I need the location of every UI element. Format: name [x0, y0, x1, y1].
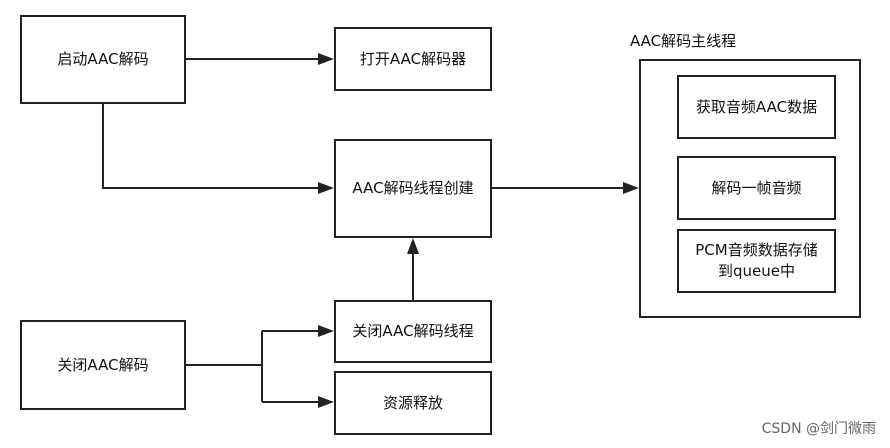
create-thread-box: AAC解码线程创建: [334, 139, 492, 238]
create-thread-label: AAC解码线程创建: [352, 179, 474, 197]
release-resources-box: 资源释放: [334, 371, 492, 435]
close-thread-label: 关闭AAC解码线程: [352, 322, 474, 340]
main-thread-step-2: 解码一帧音频: [677, 156, 836, 220]
arrowhead-start-to-create: [318, 182, 334, 194]
stop-decode-box: 关闭AAC解码: [20, 320, 186, 410]
main-thread-title: AAC解码主线程: [630, 32, 737, 50]
main-thread-step-3: PCM音频数据存储到queue中: [677, 229, 836, 293]
watermark: CSDN @剑门微雨: [761, 421, 876, 437]
arrowhead-create-to-main-thread: [623, 182, 639, 194]
start-decode-box: 启动AAC解码: [20, 15, 186, 104]
main-thread-step-2-label: 解码一帧音频: [711, 178, 802, 197]
open-decoder-box: 打开AAC解码器: [334, 27, 492, 91]
arrowhead-branch-to-close-thread: [318, 325, 334, 337]
open-decoder-label: 打开AAC解码器: [359, 49, 467, 68]
arrowhead-close-to-create: [407, 238, 419, 254]
close-thread-box: 关闭AAC解码线程: [334, 300, 492, 363]
stop-decode-label: 关闭AAC解码: [57, 355, 149, 374]
start-decode-label: 启动AAC解码: [57, 50, 149, 68]
main-thread-step-3-label: PCM音频数据存储到queue中: [695, 241, 818, 280]
arrowhead-branch-to-release: [318, 396, 334, 408]
main-thread-step-1: 获取音频AAC数据: [677, 75, 836, 139]
main-thread-step-1-label: 获取音频AAC数据: [695, 97, 818, 116]
edge-start-to-create: [102, 104, 320, 189]
release-resources-label: 资源释放: [382, 393, 443, 412]
arrowhead-start-to-open: [318, 53, 334, 65]
